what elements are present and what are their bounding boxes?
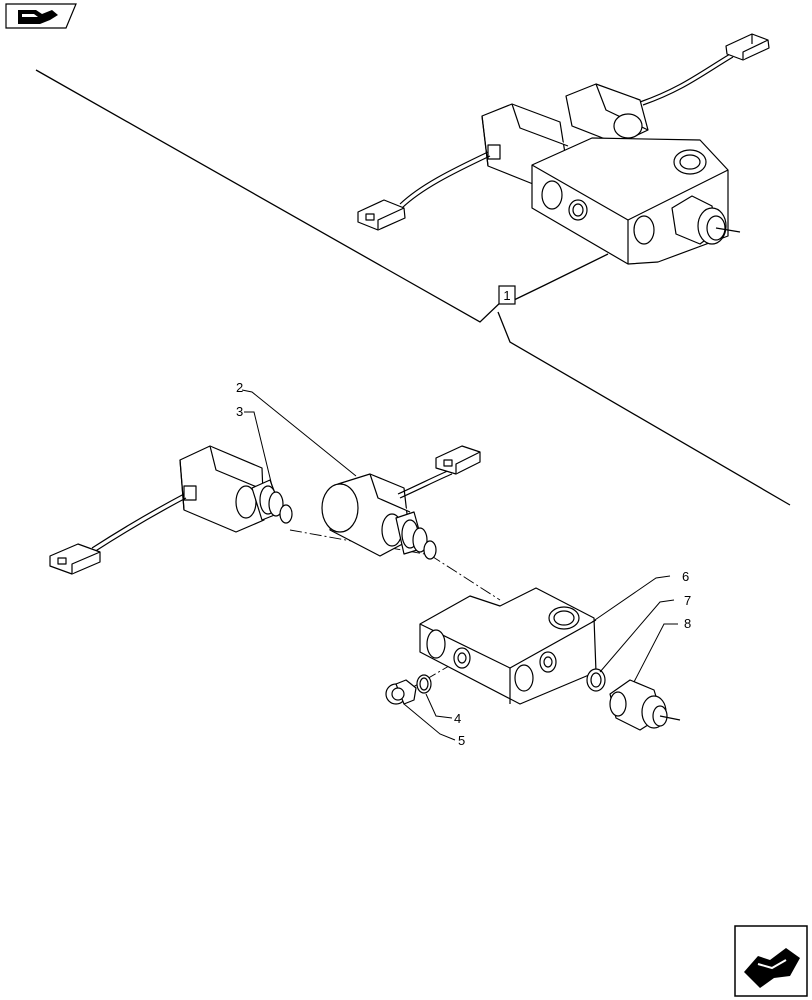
callout-labels: 2 3 4 5 6 7 8 <box>236 380 691 748</box>
callout-3: 3 <box>236 404 243 419</box>
plug-item-5 <box>385 679 417 705</box>
book-arrow-icon[interactable] <box>5 3 77 29</box>
connector-item-2 <box>435 445 481 475</box>
callout-5: 5 <box>458 733 465 748</box>
manifold-block-item-6 <box>419 587 597 705</box>
callout-8: 8 <box>684 616 691 631</box>
next-page-arrow-icon[interactable] <box>734 925 808 997</box>
top-solenoid-coil-rear <box>565 83 649 145</box>
top-pressure-fitting <box>671 195 741 245</box>
pressure-fitting-item-8 <box>609 679 681 731</box>
top-connector-right <box>725 33 770 61</box>
top-valve-assembly <box>357 33 770 265</box>
callout-6: 6 <box>682 569 689 584</box>
assembly-ref-box: 1 <box>498 285 516 305</box>
assembly-reference-line <box>35 69 791 506</box>
callout-4: 4 <box>454 711 461 726</box>
callout-7: 7 <box>684 593 691 608</box>
callout-2: 2 <box>236 380 243 395</box>
top-connector-left <box>357 199 406 231</box>
solenoid-valve-item-2 <box>321 473 437 560</box>
bottom-exploded-view <box>49 445 681 731</box>
assembly-ref-label: 1 <box>503 288 510 303</box>
connector-item-3 <box>49 543 101 575</box>
callout-leaders <box>241 389 678 741</box>
solenoid-valve-item-3 <box>179 445 293 533</box>
